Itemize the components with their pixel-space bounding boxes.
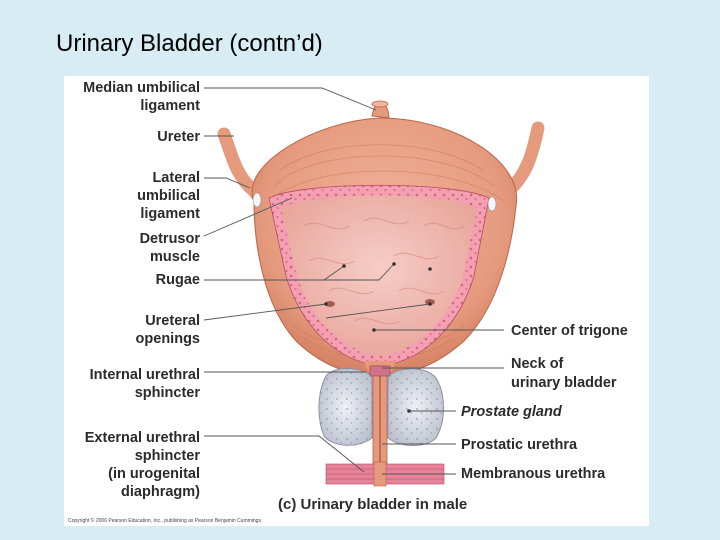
svg-text:urinary bladder: urinary bladder [511,375,617,391]
label-ureter: Ureter [157,129,200,145]
label-detrusor: Detrusor muscle [140,231,201,265]
label-center-trigone: Center of trigone [511,323,628,339]
label-prostate: Prostate gland [461,404,563,420]
label-membranous-urethra: Membranous urethra [461,466,606,482]
bladder-mucosa [281,195,477,356]
label-internal-sphincter: Internal urethral sphincter [90,367,201,401]
figure-panel: Median umbilical ligament Ureter Lateral… [64,76,649,526]
svg-text:Internal urethral: Internal urethral [90,367,200,383]
svg-text:Median umbilical: Median umbilical [83,80,200,96]
figure-caption: (c) Urinary bladder in male [278,496,467,513]
svg-text:ligament: ligament [140,98,200,114]
label-lateral-umbilical: Lateral umbilical ligament [137,170,200,222]
label-ureteral-openings: Ureteral openings [136,313,200,347]
svg-text:openings: openings [136,331,200,347]
left-ureteral-opening [325,301,335,307]
svg-text:Ureter: Ureter [157,129,200,145]
svg-text:External urethral: External urethral [85,430,200,446]
svg-text:Ureteral: Ureteral [145,313,200,329]
label-prostatic-urethra: Prostatic urethra [461,437,578,453]
svg-text:sphincter: sphincter [135,385,201,401]
slide-title: Urinary Bladder (contn’d) [56,30,323,57]
svg-text:Center of trigone: Center of trigone [511,323,628,339]
svg-text:muscle: muscle [150,249,200,265]
svg-text:Neck of: Neck of [511,356,564,372]
svg-text:(in urogenital: (in urogenital [108,466,200,482]
svg-text:ligament: ligament [140,206,200,222]
svg-text:Detrusor: Detrusor [140,231,201,247]
right-ureteral-opening [425,299,435,305]
svg-text:diaphragm): diaphragm) [121,484,200,500]
label-rugae: Rugae [156,272,200,288]
svg-text:Rugae: Rugae [156,272,200,288]
svg-text:Prostate gland: Prostate gland [461,404,563,420]
svg-text:Prostatic urethra: Prostatic urethra [461,437,578,453]
svg-text:Lateral: Lateral [152,170,200,186]
svg-text:Membranous urethra: Membranous urethra [461,466,606,482]
label-external-sphincter: External urethral sphincter (in urogenit… [85,430,201,500]
label-neck: Neck of urinary bladder [511,356,617,391]
copyright-note: Copyright © 2006 Pearson Education, Inc.… [68,517,262,524]
svg-text:sphincter: sphincter [135,448,201,464]
bladder-illustration: Median umbilical ligament Ureter Lateral… [68,80,628,524]
svg-text:umbilical: umbilical [137,188,200,204]
label-median-umbilical: Median umbilical ligament [83,80,200,114]
